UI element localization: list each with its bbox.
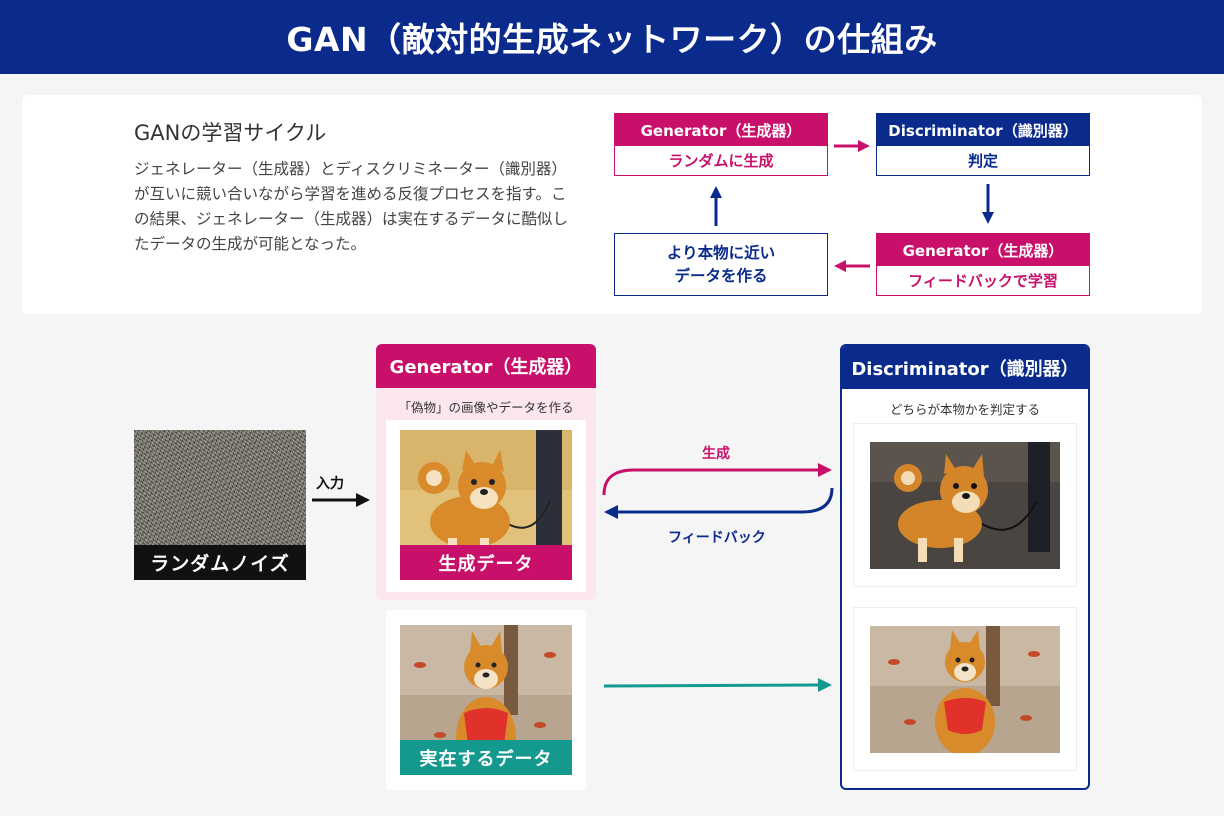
- real-data-arrow-icon: [603, 678, 832, 692]
- real-data-card: 実在するデータ: [386, 610, 586, 790]
- discriminator-frame-real: [854, 608, 1076, 770]
- generated-image-frame: 生成データ: [386, 420, 586, 592]
- input-label: 入力: [316, 476, 344, 492]
- page-header: GAN（敵対的生成ネットワーク）の仕組み: [0, 0, 1224, 74]
- generate-arrow-icon: [602, 463, 832, 496]
- generator-card-title: Generator（生成器）: [376, 344, 596, 388]
- cycle-box-discriminator-sub: 判定: [967, 152, 998, 170]
- cycle-box-result-line1: より本物に近い: [666, 244, 776, 263]
- generator-card-sub: 「偽物」の画像やデータを作る: [398, 400, 574, 415]
- page-title: GAN（敵対的生成ネットワーク）の仕組み: [286, 20, 938, 59]
- cycle-box-discriminator-title: Discriminator（識別器）: [877, 114, 1089, 146]
- discriminator-card-title: Discriminator（識別器）: [842, 346, 1088, 389]
- cycle-box-generator: Generator（生成器） ランダムに生成: [614, 113, 828, 176]
- cycle-box-generator-title: Generator（生成器）: [615, 114, 827, 146]
- discriminator-real-photo: [870, 626, 1060, 753]
- generate-label: 生成: [702, 446, 730, 462]
- cycle-box-feedback-sub: フィードバックで学習: [908, 272, 1058, 290]
- random-noise-label: ランダムノイズ: [134, 545, 306, 580]
- feedback-arrow-icon: [604, 487, 834, 519]
- discriminator-frame-generated: [854, 424, 1076, 586]
- cycle-box-generator-sub: ランダムに生成: [668, 152, 774, 170]
- cycle-title: GANの学習サイクル: [134, 121, 327, 145]
- discriminator-card-sub: どちらが本物かを判定する: [889, 402, 1040, 417]
- generator-card: Generator（生成器） 「偽物」の画像やデータを作る: [376, 344, 596, 600]
- feedback-label: フィードバック: [668, 530, 766, 546]
- cycle-box-result-line2: データを作る: [674, 266, 768, 285]
- cycle-box-discriminator: Discriminator（識別器） 判定: [876, 113, 1090, 176]
- cycle-description: ジェネレーター（生成器）とディスクリミネーター（識別器）が互いに競い合いながら学…: [134, 160, 569, 254]
- generated-data-tag: 生成データ: [400, 545, 572, 580]
- discriminator-generated-photo: [870, 442, 1060, 569]
- real-data-tag: 実在するデータ: [400, 740, 572, 775]
- cycle-box-feedback-title: Generator（生成器）: [877, 234, 1089, 266]
- cycle-box-result: より本物に近い データを作る: [614, 233, 828, 296]
- input-arrow-icon: [312, 493, 370, 507]
- cycle-box-feedback: Generator（生成器） フィードバックで学習: [876, 233, 1090, 296]
- discriminator-card: Discriminator（識別器） どちらが本物かを判定する: [840, 344, 1090, 790]
